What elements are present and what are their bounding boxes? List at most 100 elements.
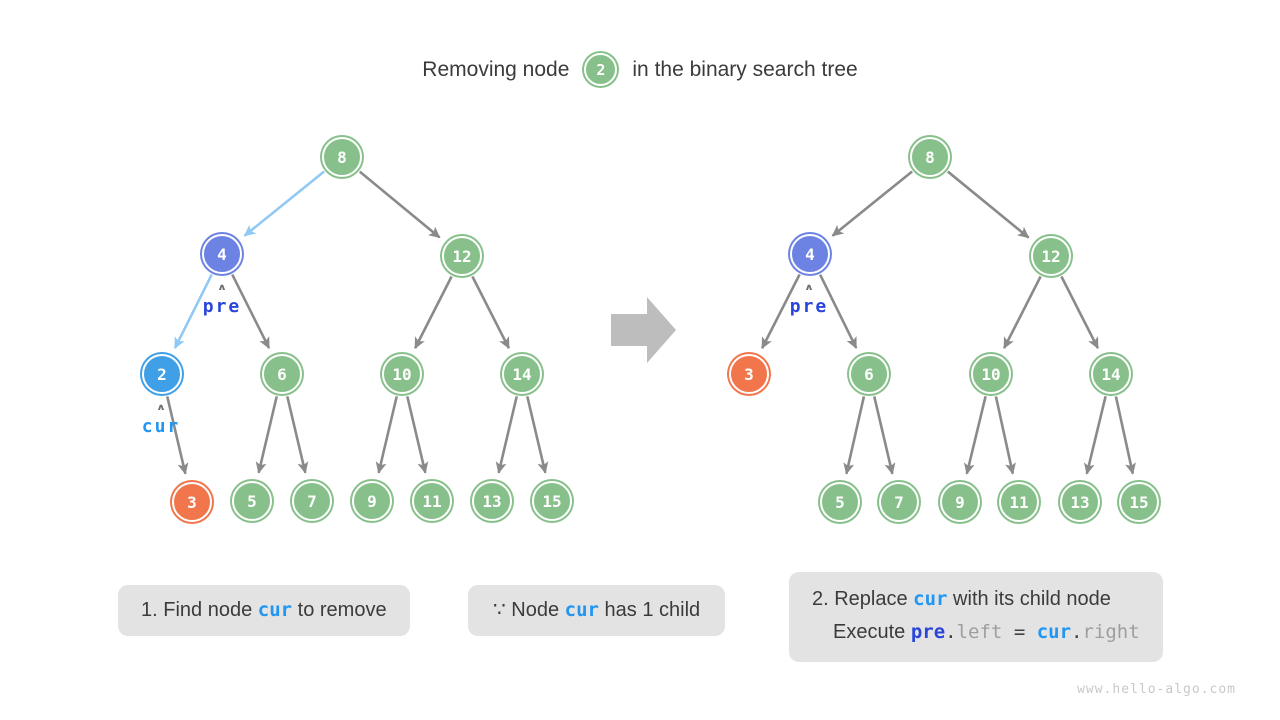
node-value: 13 xyxy=(1070,492,1090,512)
node-ring: 3 xyxy=(729,354,769,394)
code-token: left xyxy=(956,621,1003,643)
code-token: cur xyxy=(1036,621,1072,643)
tree-node-after-14: 14 xyxy=(1089,352,1133,396)
node-value: 9 xyxy=(955,492,965,512)
edge-before-12-14 xyxy=(471,275,511,350)
tree-node-before-3: 3 xyxy=(170,480,214,524)
title-text-prefix: Removing node xyxy=(422,57,570,81)
edge-after-10-9 xyxy=(963,396,987,475)
caption-text: Execute xyxy=(833,621,911,643)
pointer-label: pre xyxy=(202,296,242,317)
node-ring: 5 xyxy=(820,482,860,522)
title-node-ring: 2 xyxy=(584,53,618,86)
caption-text: to remove xyxy=(292,599,387,621)
edge-after-14-13 xyxy=(1083,396,1107,475)
node-ring: 10 xyxy=(971,354,1011,394)
node-value: 5 xyxy=(247,491,257,511)
edge-before-8-12 xyxy=(358,170,441,239)
edge-after-8-12 xyxy=(946,170,1030,239)
tree-node-after-5: 5 xyxy=(818,480,862,524)
node-value: 12 xyxy=(452,246,472,266)
code-token: cur xyxy=(257,599,293,621)
tree-node-before-5: 5 xyxy=(230,479,274,523)
edge-before-10-11 xyxy=(406,396,429,474)
title-node-value: 2 xyxy=(596,60,606,79)
node-value: 4 xyxy=(217,244,227,264)
pointer-pre-after: ∧ pre xyxy=(790,282,829,317)
node-ring: 9 xyxy=(940,482,980,522)
node-ring: 2 xyxy=(142,354,182,394)
tree-node-before-13: 13 xyxy=(470,479,514,523)
tree-node-after-6: 6 xyxy=(847,352,891,396)
node-ring: 7 xyxy=(292,481,332,521)
caption-because-note: ∵ Node cur has 1 child xyxy=(468,585,726,636)
code-token: . xyxy=(1071,621,1083,643)
tree-node-before-15: 15 xyxy=(530,479,574,523)
node-value: 7 xyxy=(307,491,317,511)
edge-after-6-7 xyxy=(872,396,896,475)
edge-after-6-5 xyxy=(843,396,866,475)
node-value: 10 xyxy=(392,364,412,384)
node-value: 13 xyxy=(482,491,502,511)
node-ring: 3 xyxy=(172,482,212,522)
caption-line: ∵ Node cur has 1 child xyxy=(493,594,700,627)
edge-after-4-6 xyxy=(818,274,858,349)
node-ring: 6 xyxy=(262,354,302,394)
edge-before-4-6 xyxy=(231,273,271,349)
node-ring: 9 xyxy=(352,481,392,521)
node-ring: 8 xyxy=(910,137,950,177)
node-ring: 11 xyxy=(999,482,1039,522)
node-value: 8 xyxy=(337,147,347,167)
node-value: 3 xyxy=(744,364,754,384)
caption-line: Execute pre.left = cur.right xyxy=(833,616,1140,649)
node-ring: 15 xyxy=(532,481,572,521)
title-node-circle: 2 xyxy=(582,51,620,88)
node-value: 11 xyxy=(422,491,442,511)
edge-after-14-15 xyxy=(1114,396,1136,475)
node-value: 9 xyxy=(367,491,377,511)
edge-after-4-3 xyxy=(760,273,801,350)
edge-before-8-4 xyxy=(243,170,325,237)
node-ring: 15 xyxy=(1119,482,1159,522)
code-token: pre xyxy=(910,621,946,643)
edge-after-10-11 xyxy=(994,396,1016,475)
node-value: 6 xyxy=(864,364,874,384)
node-ring: 10 xyxy=(382,354,422,394)
node-value: 4 xyxy=(805,244,815,264)
caption-line: 2. Replace cur with its child node xyxy=(812,583,1140,616)
caret-up-icon: ∧ xyxy=(156,401,166,413)
node-value: 15 xyxy=(1129,492,1149,512)
watermark: www.hello-algo.com xyxy=(1077,682,1236,697)
node-value: 5 xyxy=(835,492,845,512)
transform-arrow-icon xyxy=(611,297,676,363)
caption-text: with its child node xyxy=(947,588,1111,610)
caption-text: 2. Replace xyxy=(812,588,914,610)
tree-node-after-3: 3 xyxy=(727,352,771,396)
edge-before-2-3 xyxy=(165,396,189,475)
tree-node-before-4: 4 xyxy=(200,232,244,276)
node-ring: 13 xyxy=(1060,482,1100,522)
edge-before-14-13 xyxy=(495,396,518,474)
caret-up-icon: ∧ xyxy=(804,281,814,293)
node-ring: 11 xyxy=(412,481,452,521)
edge-after-8-4 xyxy=(831,170,913,237)
edge-before-12-10 xyxy=(413,275,453,350)
node-ring: 4 xyxy=(202,234,242,274)
node-value: 14 xyxy=(1101,364,1121,384)
caption-step-1: 1. Find node cur to remove xyxy=(118,585,410,636)
node-value: 3 xyxy=(187,492,197,512)
edge-after-12-10 xyxy=(1002,275,1042,350)
node-ring: 6 xyxy=(849,354,889,394)
edge-after-12-14 xyxy=(1060,275,1100,350)
node-ring: 12 xyxy=(1031,236,1071,276)
tree-node-after-12: 12 xyxy=(1029,234,1073,278)
node-value: 11 xyxy=(1009,492,1029,512)
tree-node-before-6: 6 xyxy=(260,352,304,396)
pointer-label: pre xyxy=(789,296,829,317)
caption-text: has 1 child xyxy=(598,599,701,621)
tree-node-before-14: 14 xyxy=(500,352,544,396)
tree-node-after-13: 13 xyxy=(1058,480,1102,524)
tree-node-after-4: 4 xyxy=(788,232,832,276)
